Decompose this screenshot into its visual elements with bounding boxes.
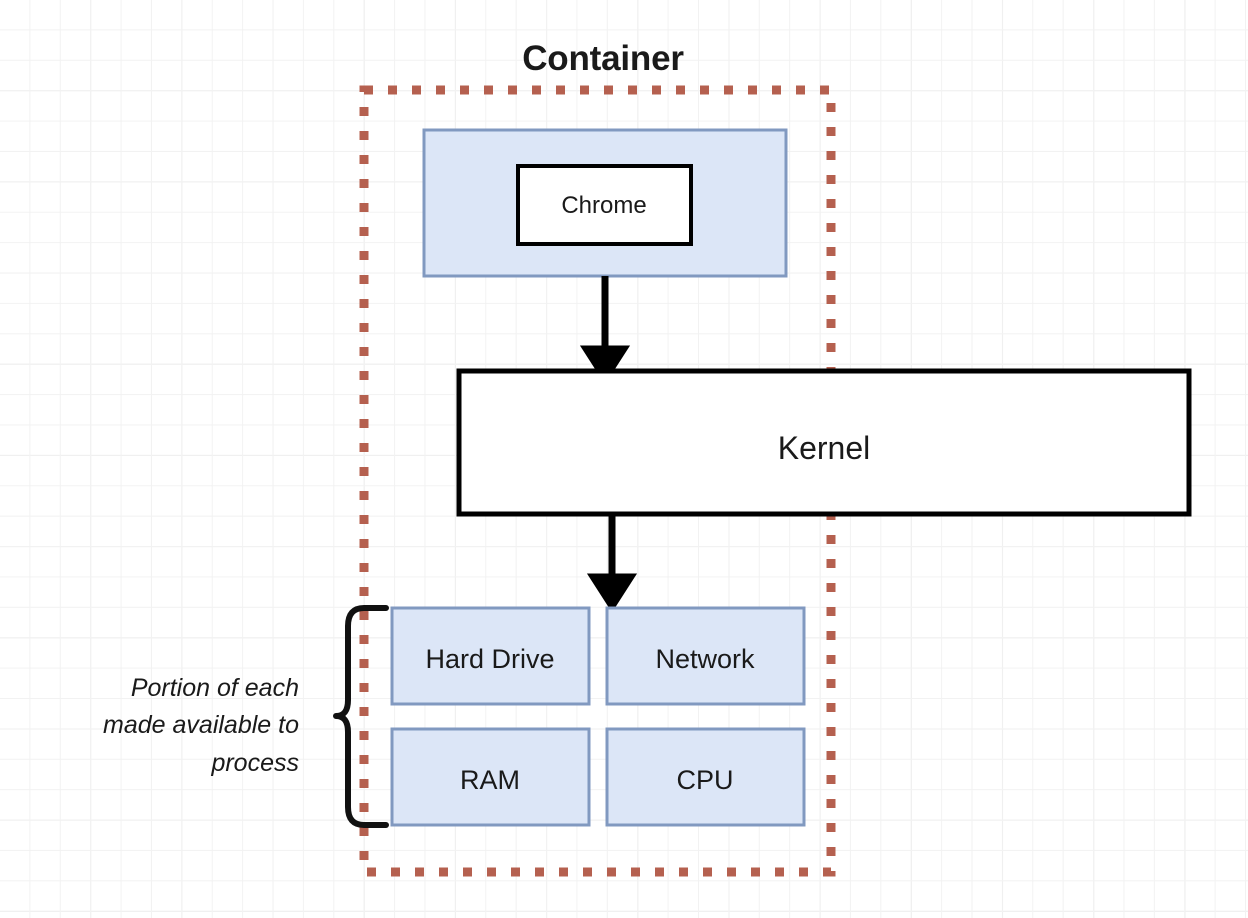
chrome-label: Chrome bbox=[561, 192, 646, 219]
kernel-label: Kernel bbox=[778, 430, 871, 466]
chrome-box bbox=[516, 164, 693, 246]
resource-box-hard-drive bbox=[390, 606, 591, 706]
annotation-line-3: process bbox=[210, 749, 299, 777]
kernel-box bbox=[456, 368, 1192, 517]
annotation-line-2: made available to bbox=[103, 711, 299, 739]
annotation-line-1: Portion of each bbox=[131, 674, 299, 702]
resource-box-cpu bbox=[605, 727, 806, 827]
resource-label-cpu: CPU bbox=[676, 765, 733, 795]
resource-box-network bbox=[605, 606, 806, 706]
resource-label-network: Network bbox=[655, 644, 755, 674]
resource-brace bbox=[333, 605, 389, 828]
container-title: Container bbox=[522, 39, 684, 78]
resource-box-ram bbox=[390, 727, 591, 827]
resource-label-ram: RAM bbox=[460, 765, 520, 795]
brace-annotation: Portion of each made available to proces… bbox=[103, 674, 299, 777]
resource-label-hard-drive: Hard Drive bbox=[425, 644, 554, 674]
resource-grid: Hard Drive Network RAM CPU bbox=[390, 606, 806, 827]
